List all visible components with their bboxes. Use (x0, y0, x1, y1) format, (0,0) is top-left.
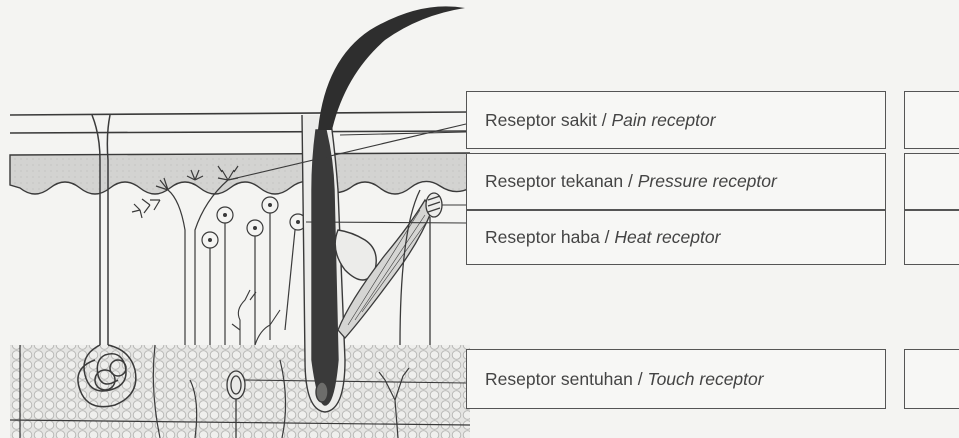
answer-box-pain[interactable] (904, 91, 959, 149)
label-heat-malay: Reseptor haba (485, 227, 600, 248)
label-pain-english: Pain receptor (611, 110, 715, 131)
answer-box-pressure[interactable] (904, 153, 959, 210)
label-touch-receptor: Reseptor sentuhan / Touch receptor (466, 349, 886, 409)
label-pressure-receptor: Reseptor tekanan / Pressure receptor (466, 153, 886, 210)
label-touch-malay: Reseptor sentuhan (485, 369, 633, 390)
label-pressure-english: Pressure receptor (638, 171, 777, 192)
label-touch-english: Touch receptor (647, 369, 763, 390)
epidermis (10, 112, 470, 133)
label-pain-receptor: Reseptor sakit / Pain receptor (466, 91, 886, 149)
label-heat-english: Heat receptor (614, 227, 720, 248)
label-heat-sep: / (600, 227, 615, 248)
label-touch-sep: / (633, 369, 648, 390)
answer-box-heat[interactable] (904, 210, 959, 265)
label-pressure-malay: Reseptor tekanan (485, 171, 623, 192)
label-heat-receptor: Reseptor haba / Heat receptor (466, 210, 886, 265)
nerve-branches (232, 290, 280, 345)
dermis-band (10, 153, 470, 194)
heat-receptors (202, 197, 306, 345)
label-pain-sep: / (597, 110, 612, 131)
answer-box-touch[interactable] (904, 349, 959, 409)
label-pain-malay: Reseptor sakit (485, 110, 597, 131)
label-pressure-sep: / (623, 171, 638, 192)
skin-cross-section-diagram (0, 0, 470, 438)
